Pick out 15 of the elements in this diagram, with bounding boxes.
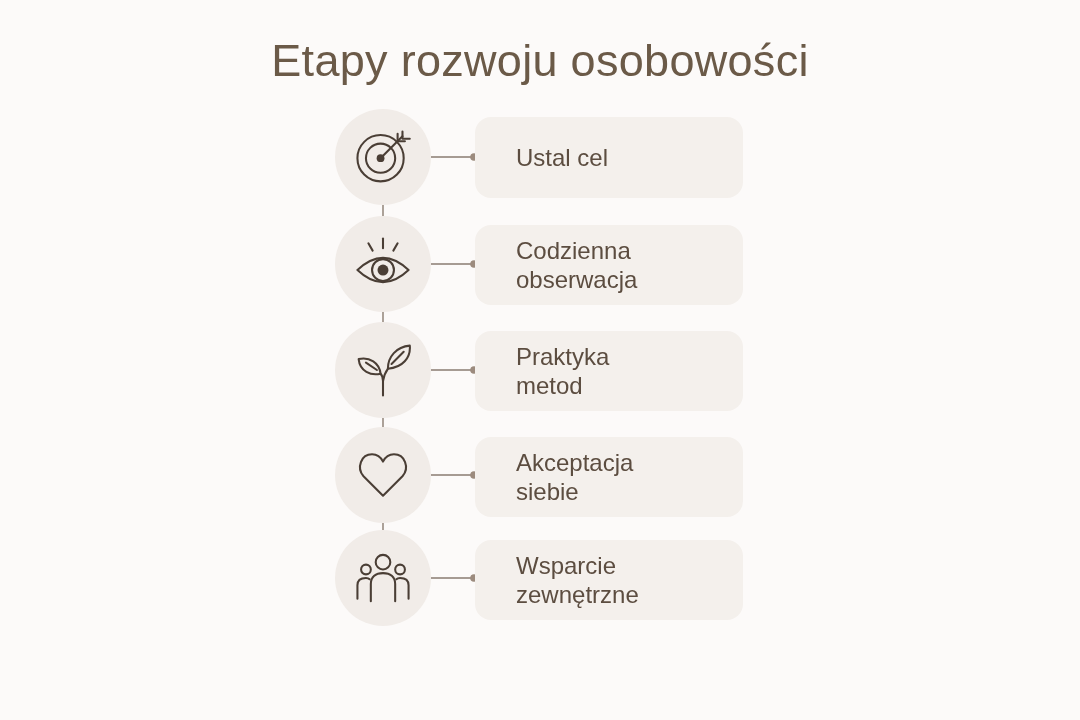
connector-line <box>382 311 384 323</box>
step-label: Praktyka metod <box>516 342 611 400</box>
step-card <box>475 540 743 620</box>
step-card <box>475 331 743 411</box>
step-label: Wsparcie zewnętrzne <box>516 551 640 609</box>
title: Etapy rozwoju osobowości <box>271 35 809 86</box>
step-card <box>475 117 743 198</box>
step-label: Akceptacja siebie <box>516 448 635 506</box>
step-card <box>475 225 743 305</box>
step-label: Codzienna obserwacja <box>516 236 639 294</box>
connector-line <box>382 522 384 531</box>
connector-line <box>382 204 384 217</box>
step-label: Ustal cel <box>516 143 609 172</box>
connector-line <box>382 417 384 428</box>
step-card <box>475 437 743 517</box>
